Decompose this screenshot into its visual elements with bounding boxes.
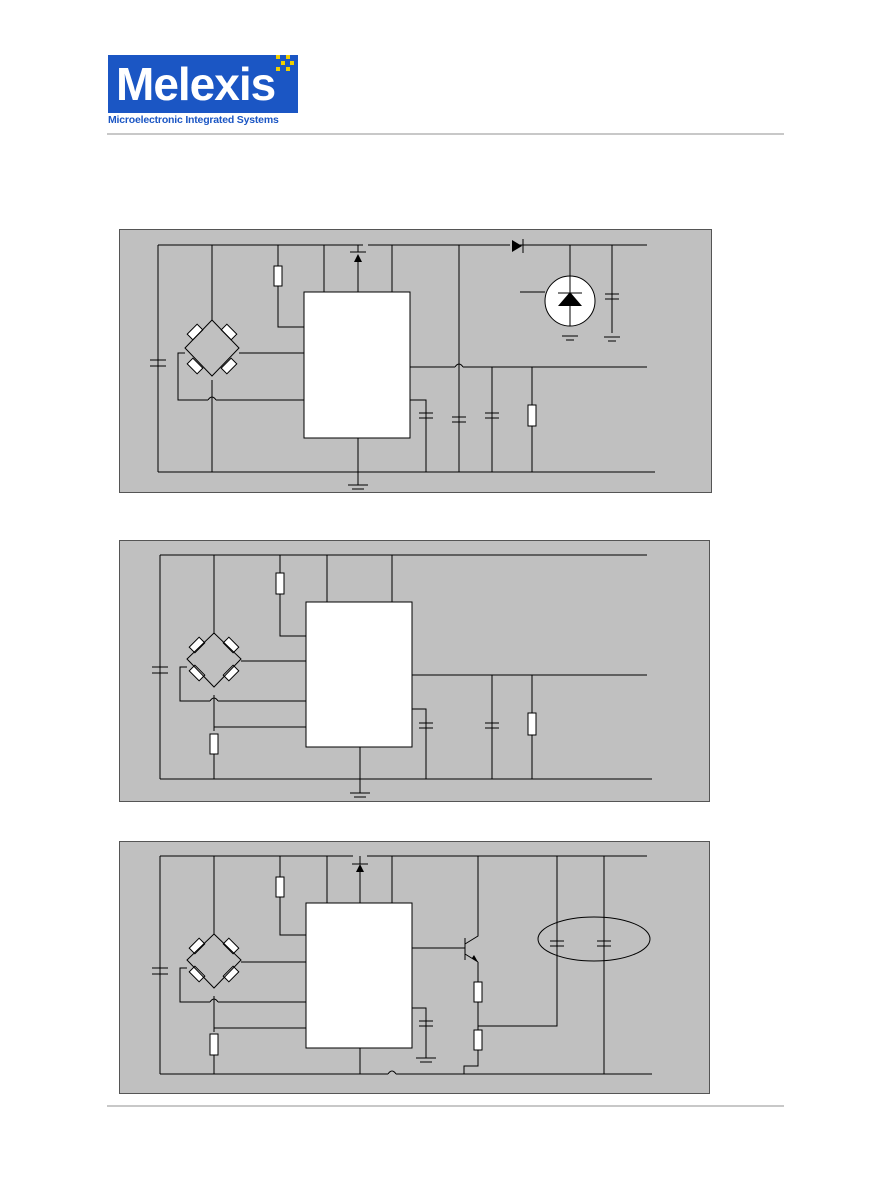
footer-rule <box>107 1105 784 1107</box>
figure-2-panel <box>119 540 710 802</box>
figure-3-panel <box>119 841 710 1094</box>
header-rule <box>107 133 784 135</box>
figure-1-panel <box>119 229 712 493</box>
melexis-logo: Melexis Microelectronic Integrated Syste… <box>108 55 298 127</box>
figure-2-schematic <box>152 554 652 798</box>
logo-box: Melexis <box>108 55 298 113</box>
figure-1-schematic <box>150 239 655 490</box>
figure-3-schematic <box>152 855 652 1075</box>
logo-text: Melexis <box>116 58 276 110</box>
logo-tagline: Microelectronic Integrated Systems <box>108 114 279 126</box>
logo-dots <box>268 53 298 75</box>
